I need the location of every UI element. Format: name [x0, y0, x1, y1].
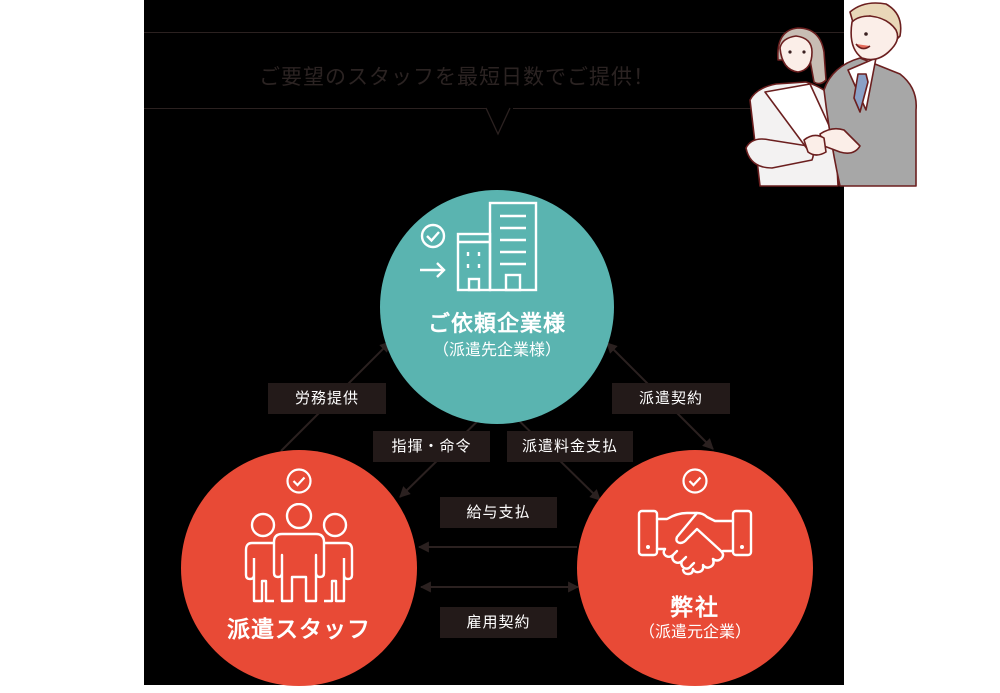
banner-headline: ご要望のスタッフを最短日数でご提供！	[259, 65, 655, 89]
building-check-arrow-icon	[420, 201, 538, 292]
check-circle-icon	[286, 468, 312, 494]
label-dispatch-contract: 派遣契約	[612, 383, 730, 414]
client-company-node: ご依頼企業様 （派遣先企業様）	[380, 190, 614, 424]
banner-bottom-line-left	[144, 108, 486, 109]
client-title: ご依頼企業様	[427, 312, 566, 337]
staff-title: 派遣スタッフ	[227, 617, 371, 643]
handshake-icon	[637, 509, 753, 576]
check-circle-icon	[682, 468, 708, 494]
banner-top-line	[144, 32, 844, 33]
banner-bottom-line-right	[513, 108, 843, 109]
label-employment-contract: 雇用契約	[440, 607, 557, 638]
people-group-icon	[244, 503, 354, 603]
dispatch-staff-node: 派遣スタッフ	[181, 450, 417, 686]
label-dispatch-fee-payment: 派遣料金支払	[507, 431, 633, 462]
label-labor-provision: 労務提供	[268, 383, 386, 414]
label-direction-command: 指揮・命令	[373, 431, 490, 462]
label-salary-payment: 給与支払	[440, 497, 557, 528]
client-subtitle: （派遣先企業様）	[432, 340, 561, 359]
company-title: 弊社	[670, 595, 720, 621]
business-people-illustration	[745, 2, 917, 187]
our-company-node: 弊社 （派遣元企業）	[577, 450, 813, 686]
company-subtitle: （派遣元企業）	[638, 622, 751, 641]
